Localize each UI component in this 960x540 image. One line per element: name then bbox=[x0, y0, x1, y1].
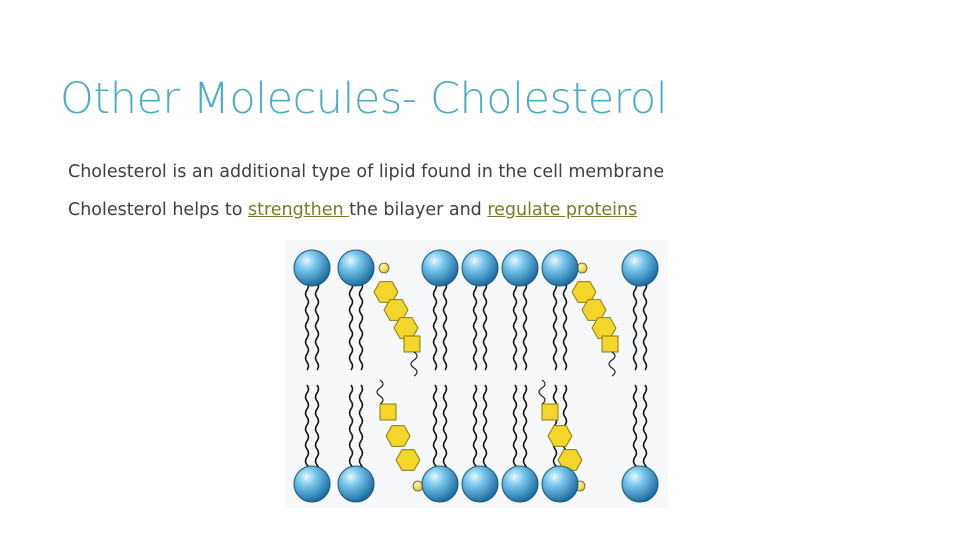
regulate-proteins-link[interactable]: regulate proteins bbox=[487, 200, 638, 220]
phospholipid-head bbox=[621, 465, 659, 503]
phospholipid-head bbox=[541, 249, 579, 287]
cholesterol-hydroxyl bbox=[378, 262, 390, 274]
fatty-acid-tail bbox=[432, 384, 438, 469]
fatty-acid-tail bbox=[632, 384, 638, 469]
phospholipid-head bbox=[421, 249, 459, 287]
bullet-line-2-text-b: the bilayer and bbox=[349, 200, 488, 220]
fatty-acid-tail bbox=[522, 281, 528, 371]
lipid-bilayer-diagram bbox=[293, 249, 659, 503]
bullet-line-2-text-a: Cholesterol helps to bbox=[68, 200, 248, 220]
fatty-acid-tail bbox=[642, 281, 648, 371]
cholesterol-hydroxyl bbox=[412, 480, 424, 492]
fatty-acid-tail bbox=[442, 384, 448, 469]
slide-title: Other Molecules- Cholesterol bbox=[60, 74, 668, 124]
fatty-acid-tail bbox=[512, 281, 518, 371]
phospholipid-head bbox=[461, 249, 499, 287]
cholesterol-ring bbox=[403, 335, 421, 353]
fatty-acid-tail bbox=[304, 384, 310, 469]
fatty-acid-tail bbox=[562, 281, 568, 371]
fatty-acid-tail bbox=[482, 384, 488, 469]
fatty-acid-tail bbox=[472, 384, 478, 469]
phospholipid-head bbox=[293, 249, 331, 287]
cholesterol-ring bbox=[601, 335, 619, 353]
phospholipid-head bbox=[501, 465, 539, 503]
phospholipid-head bbox=[501, 249, 539, 287]
cholesterol-tail bbox=[410, 351, 418, 377]
fatty-acid-tail bbox=[632, 281, 638, 371]
cholesterol-tail bbox=[376, 379, 384, 405]
phospholipid-head bbox=[337, 465, 375, 503]
bullet-line-2: Cholesterol helps to strengthen the bila… bbox=[68, 200, 637, 220]
fatty-acid-tail bbox=[442, 281, 448, 371]
bullet-line-1: Cholesterol is an additional type of lip… bbox=[68, 162, 665, 182]
fatty-acid-tail bbox=[432, 281, 438, 371]
fatty-acid-tail bbox=[358, 281, 364, 371]
fatty-acid-tail bbox=[314, 384, 320, 469]
fatty-acid-tail bbox=[314, 281, 320, 371]
fatty-acid-tail bbox=[552, 281, 558, 371]
fatty-acid-tail bbox=[358, 384, 364, 469]
membrane-illustration bbox=[286, 240, 668, 508]
fatty-acid-tail bbox=[522, 384, 528, 469]
cholesterol-ring bbox=[379, 403, 397, 421]
fatty-acid-tail bbox=[304, 281, 310, 371]
fatty-acid-tail bbox=[348, 384, 354, 469]
cholesterol-ring bbox=[395, 449, 421, 471]
cholesterol-ring bbox=[547, 425, 573, 447]
phospholipid-head bbox=[337, 249, 375, 287]
phospholipid-head bbox=[621, 249, 659, 287]
fatty-acid-tail bbox=[348, 281, 354, 371]
cholesterol-tail bbox=[608, 351, 616, 377]
fatty-acid-tail bbox=[482, 281, 488, 371]
cholesterol-ring bbox=[541, 403, 559, 421]
cholesterol-tail bbox=[538, 379, 546, 405]
phospholipid-head bbox=[421, 465, 459, 503]
fatty-acid-tail bbox=[472, 281, 478, 371]
strengthen-link[interactable]: strengthen bbox=[247, 200, 350, 220]
cholesterol-ring bbox=[385, 425, 411, 447]
fatty-acid-tail bbox=[512, 384, 518, 469]
phospholipid-head bbox=[541, 465, 579, 503]
phospholipid-head bbox=[461, 465, 499, 503]
cholesterol-ring bbox=[557, 449, 583, 471]
phospholipid-head bbox=[293, 465, 331, 503]
fatty-acid-tail bbox=[642, 384, 648, 469]
